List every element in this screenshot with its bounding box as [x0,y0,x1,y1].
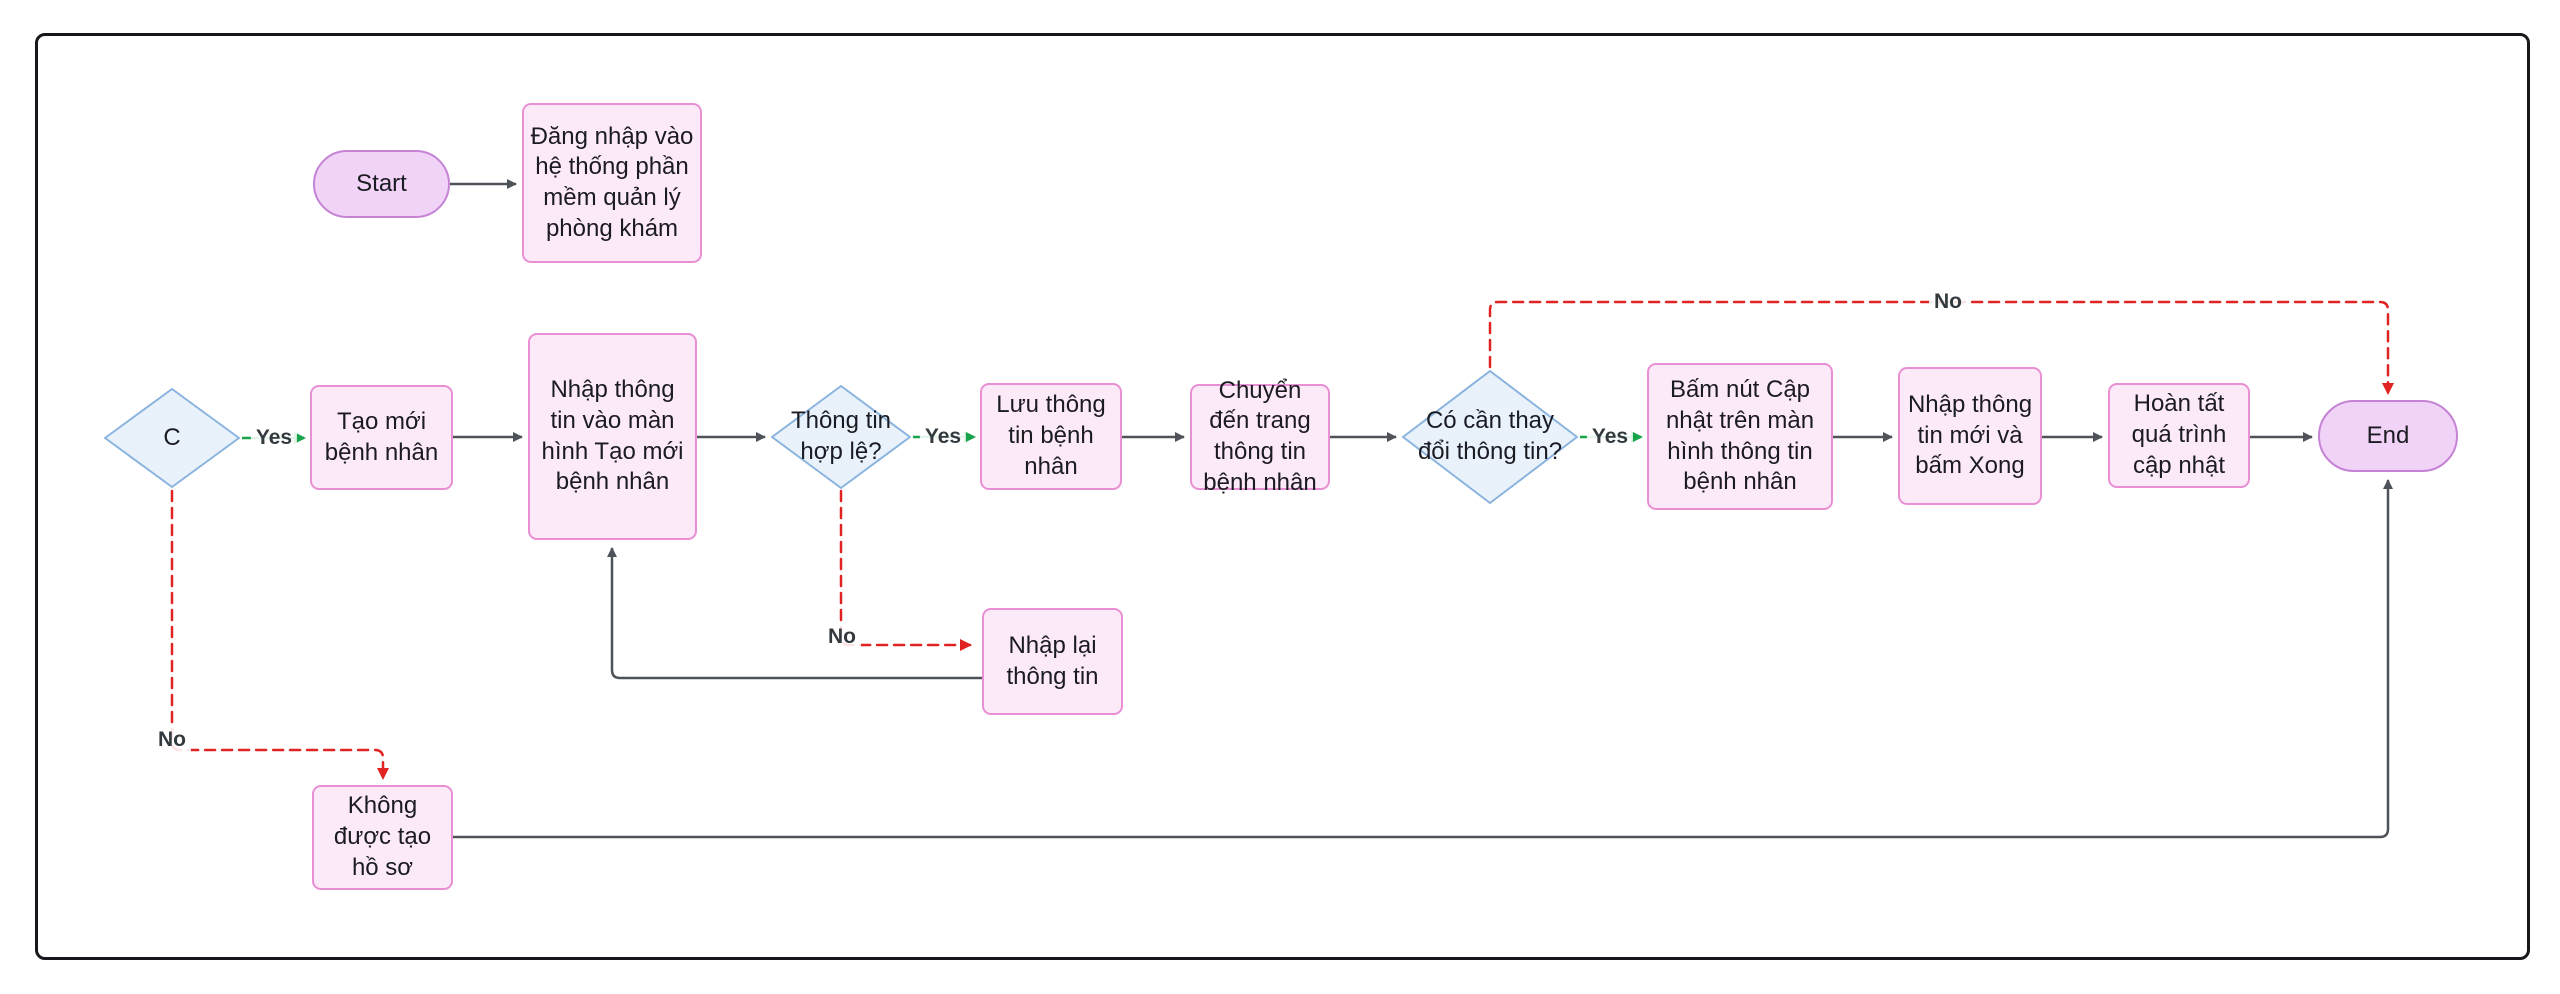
node-goto-patient-page-label: Chuyển đến trang thông tin bệnh nhân [1203,376,1317,496]
node-login-system-label: Đăng nhập vào hệ thống phần mềm quản lý … [530,122,694,242]
node-enter-info-label: Nhập thông tin vào màn hình Tạo mới bệnh… [541,376,684,496]
node-press-update-label: Bấm nút Cập nhật trên màn hình thông tin… [1665,376,1815,496]
node-complete-update: Hoàn tất quá trình cập nhật [2108,383,2250,488]
edge-label-no-needchange-end: No [1929,289,1967,315]
node-press-update: Bấm nút Cập nhật trên màn hình thông tin… [1647,363,1833,510]
node-complete-update-label: Hoàn tất quá trình cập nhật [2131,390,2227,479]
node-record-not-created-label: Không được tạo hồ sơ [333,792,432,881]
edge-label-no-valid-reenter: No [823,624,861,650]
node-save-patient-info-label: Lưu thông tin bệnh nhân [996,391,1106,480]
node-enter-new-info: Nhập thông tin mới và bấm Xong [1898,367,2042,505]
node-record-not-created: Không được tạo hồ sơ [312,785,453,890]
node-enter-info: Nhập thông tin vào màn hình Tạo mới bệnh… [528,333,697,540]
node-save-patient-info: Lưu thông tin bệnh nhân [980,383,1122,490]
node-login-system: Đăng nhập vào hệ thống phần mềm quản lý … [522,103,702,263]
diamond-shape [771,385,911,489]
decision-info-valid: Thông tin hợp lệ? [771,385,911,489]
node-create-patient-label: Tạo mới bệnh nhân [324,407,439,466]
edge-label-no-c-notcreated: No [153,727,191,753]
node-create-patient: Tạo mới bệnh nhân [310,385,453,490]
node-end-label: End [2366,421,2410,449]
decision-c-label: C [163,423,181,451]
node-end: End [2318,400,2458,472]
node-reenter-info-label: Nhập lại thông tin [1006,631,1099,690]
node-enter-new-info-label: Nhập thông tin mới và bấm Xong [1907,390,2033,480]
node-start: Start [313,150,450,218]
diamond-shape [104,388,240,488]
node-start-label: Start [356,169,407,197]
edge-label-yes-c-create: Yes [250,425,298,451]
decision-need-change: Có cần thay đổi thông tin? [1402,370,1578,504]
decision-c: C [104,388,240,488]
decision-info-valid-label: Thông tin hợp lệ? [790,407,892,465]
edge-label-yes-needchange-update: Yes [1586,424,1634,450]
edge-label-yes-valid-save: Yes [919,424,967,450]
node-goto-patient-page: Chuyển đến trang thông tin bệnh nhân [1190,377,1330,496]
node-reenter-info: Nhập lại thông tin [982,608,1123,715]
decision-need-change-label: Có cần thay đổi thông tin? [1417,407,1563,465]
diamond-shape [1402,370,1578,504]
